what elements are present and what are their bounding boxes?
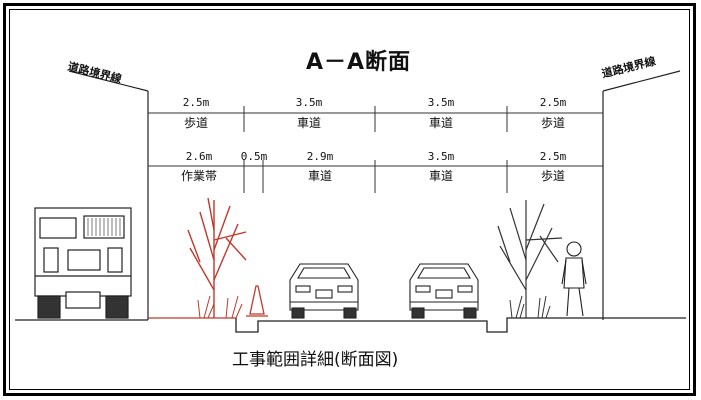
row1-label-2: 車道 [296, 116, 322, 130]
tree-left [187, 197, 247, 318]
row1-width-2: 3.5m [295, 96, 323, 109]
row2-label-1: 作業帯 [180, 169, 218, 183]
row2-width-4: 3.5m [427, 150, 455, 163]
car-left [289, 263, 359, 319]
car-right [409, 263, 479, 319]
diagram-caption: 工事範囲詳細(断面図) [232, 350, 399, 370]
shrub-right [509, 295, 551, 319]
truck [34, 207, 132, 319]
dimension-row-1 [148, 106, 603, 132]
row2-width-1: 2.6m [185, 150, 213, 163]
row2-width-5: 2.5m [539, 150, 567, 163]
pedestrian [561, 241, 587, 317]
row1-label-4: 歩道 [540, 116, 566, 130]
row2-label-5: 歩道 [540, 169, 566, 183]
row1-width-1: 2.5m [182, 96, 210, 109]
row1-width-3: 3.5m [427, 96, 455, 109]
row1-label-1: 歩道 [183, 116, 209, 130]
outer-frame [3, 3, 696, 396]
diagram-title: A－A断面 [306, 50, 412, 75]
row2-label-3: 車道 [307, 169, 333, 183]
row1-label-3: 車道 [428, 116, 454, 130]
dimension-row-2 [148, 160, 603, 193]
tree-right [497, 200, 563, 318]
row2-width-3: 2.9m [306, 150, 334, 163]
row2-width-2: 0.5m [240, 150, 268, 163]
row1-width-4: 2.5m [539, 96, 567, 109]
ground-line [15, 317, 686, 333]
boundary-lines [68, 70, 681, 320]
inner-frame [9, 9, 690, 390]
traffic-cone [246, 285, 268, 317]
shrub-left [197, 295, 243, 319]
row2-label-4: 車道 [428, 169, 454, 183]
